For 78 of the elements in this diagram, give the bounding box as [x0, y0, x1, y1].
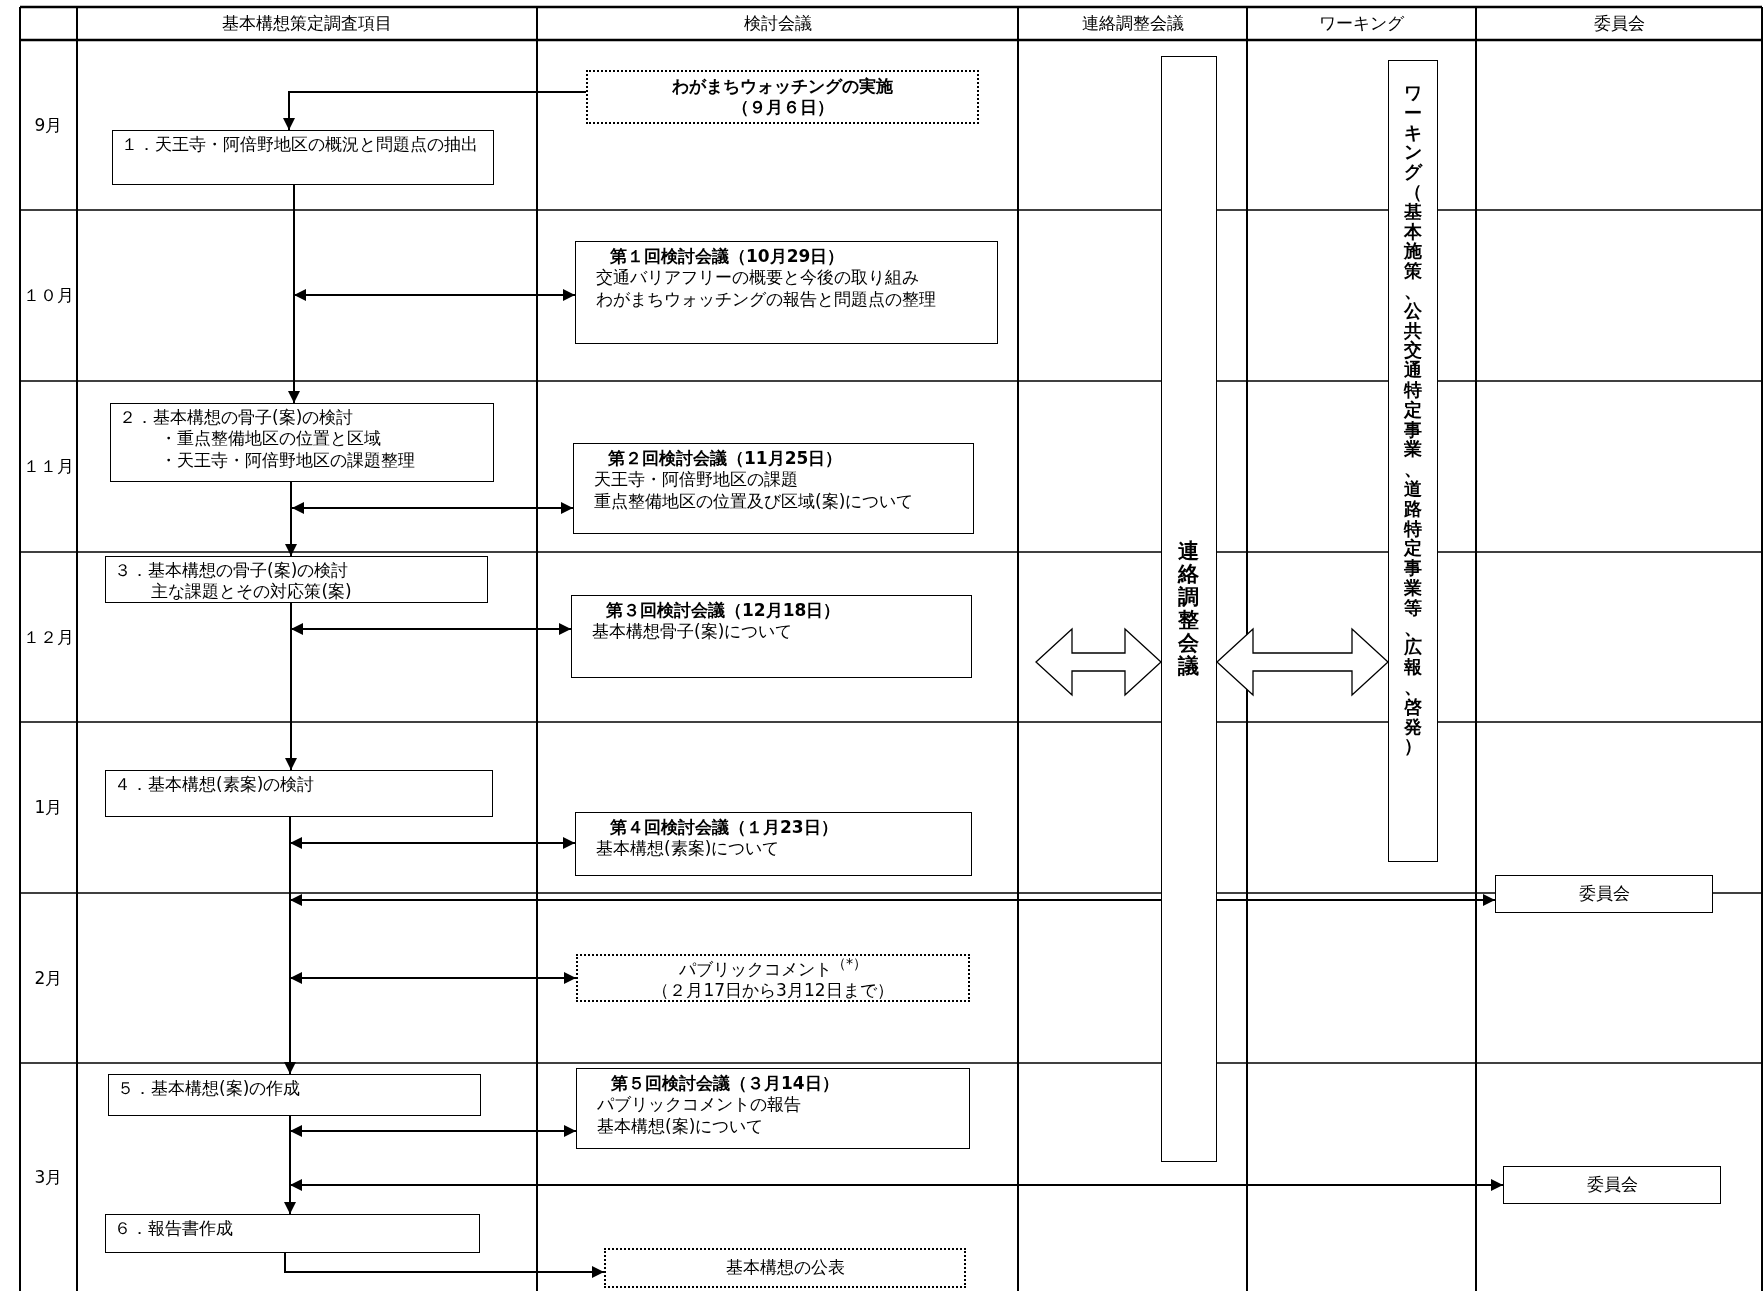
meeting-title: 第４回検討会議（１月23日） — [609, 817, 839, 839]
process-box — [576, 954, 970, 1002]
column-header: 委員会 — [1593, 12, 1645, 35]
event-title: （９月６日） — [731, 97, 834, 119]
meeting-title: 第５回検討会議（３月14日） — [610, 1073, 840, 1095]
process-box — [112, 130, 494, 185]
double-arrow — [289, 1125, 577, 1137]
column-header: ワーキング — [1319, 12, 1404, 35]
meeting-title: 第１回検討会議（10月29日） — [609, 246, 846, 268]
column-header: 基本構想策定調査項目 — [222, 12, 392, 35]
step-subitem: ・天王寺・阿倍野地区の課題整理 — [158, 449, 416, 471]
agenda-item: 天王寺・阿倍野地区の課題 — [594, 469, 799, 491]
step-subitem: 主な課題とその対応策(案) — [150, 581, 353, 603]
process-box — [1495, 875, 1713, 913]
step-label: １．天王寺・阿倍野地区の概況と問題点の抽出 — [121, 134, 479, 156]
arrow — [285, 481, 297, 557]
process-box — [1503, 1166, 1721, 1204]
column-header: 連絡調整会議 — [1081, 12, 1184, 35]
block-arrow — [1216, 627, 1389, 697]
event-box — [586, 70, 979, 124]
meeting-title: 第２回検討会議（11月25日） — [607, 448, 844, 470]
column-header: 検討会議 — [743, 12, 812, 35]
agenda-item: パブリックコメントの報告 — [597, 1094, 802, 1116]
agenda-item: 基本構想骨子(案)について — [592, 621, 794, 643]
step-label: ４．基本構想(素案)の検討 — [114, 774, 316, 796]
agenda-item: 重点整備地区の位置及び区域(案)について — [594, 490, 915, 512]
arrow — [285, 602, 297, 771]
process-box — [108, 1074, 481, 1116]
arrow — [288, 184, 300, 404]
process-box — [110, 403, 494, 482]
agenda-item: 基本構想(案)について — [597, 1115, 765, 1137]
process-box — [105, 770, 493, 817]
arrow — [284, 816, 296, 1075]
month-label: 3月 — [34, 1165, 63, 1189]
arrow — [284, 1252, 605, 1278]
double-arrow — [289, 972, 577, 984]
vertical-bar — [1161, 56, 1217, 1162]
double-arrow — [289, 894, 1496, 906]
process-box — [105, 556, 488, 603]
agenda-item: わがまちウォッチングの報告と問題点の整理 — [596, 288, 937, 310]
meeting-box — [575, 812, 972, 876]
box-label: 基本構想の公表 — [725, 1257, 845, 1279]
agenda-item: 基本構想(素案)について — [596, 838, 781, 860]
month-label: １２月 — [23, 625, 74, 649]
double-arrow — [289, 1179, 1504, 1191]
double-arrow — [293, 289, 576, 301]
month-label: 1月 — [34, 796, 63, 819]
double-arrow — [290, 623, 572, 635]
double-arrow — [291, 502, 574, 514]
box-label: 委員会 — [1578, 883, 1630, 905]
step-label: ６．報告書作成 — [114, 1218, 234, 1240]
meeting-box — [573, 443, 974, 534]
month-label: １０月 — [23, 284, 74, 307]
step-label: ２．基本構想の骨子(案)の検討 — [119, 407, 355, 429]
box-label: （２月17日から3月12日まで） — [652, 979, 894, 1002]
double-arrow — [289, 837, 576, 849]
block-arrow — [1035, 627, 1162, 697]
vertical-label: 連絡調整会議 — [1177, 539, 1200, 679]
box-label: 委員会 — [1586, 1174, 1638, 1196]
month-label: 9月 — [34, 113, 63, 137]
month-label: １１月 — [23, 455, 74, 478]
meeting-box — [575, 241, 998, 344]
meeting-box — [576, 1068, 970, 1149]
process-box — [604, 1248, 966, 1288]
process-box — [105, 1214, 480, 1253]
step-subitem: ・重点整備地区の位置と区域 — [158, 428, 382, 450]
month-label: 2月 — [34, 966, 63, 990]
box-label: パブリックコメント$^{（*）}$ — [678, 954, 868, 980]
step-label: ５．基本構想(案)の作成 — [117, 1078, 302, 1100]
step-label: ３．基本構想の骨子(案)の検討 — [114, 560, 350, 582]
arrow — [284, 1115, 296, 1215]
vertical-label: ワーキング（基本施策、公共交通特定事業、道路特定事業等、広報、啓発） — [1403, 83, 1423, 757]
meeting-box — [571, 595, 972, 678]
vertical-bar — [1388, 60, 1438, 862]
arrow — [283, 91, 587, 131]
agenda-item: 交通バリアフリーの概要と今後の取り組み — [596, 267, 920, 289]
meeting-title: 第３回検討会議（12月18日） — [605, 600, 842, 622]
event-title: わがまちウォッチングの実施 — [672, 75, 893, 97]
